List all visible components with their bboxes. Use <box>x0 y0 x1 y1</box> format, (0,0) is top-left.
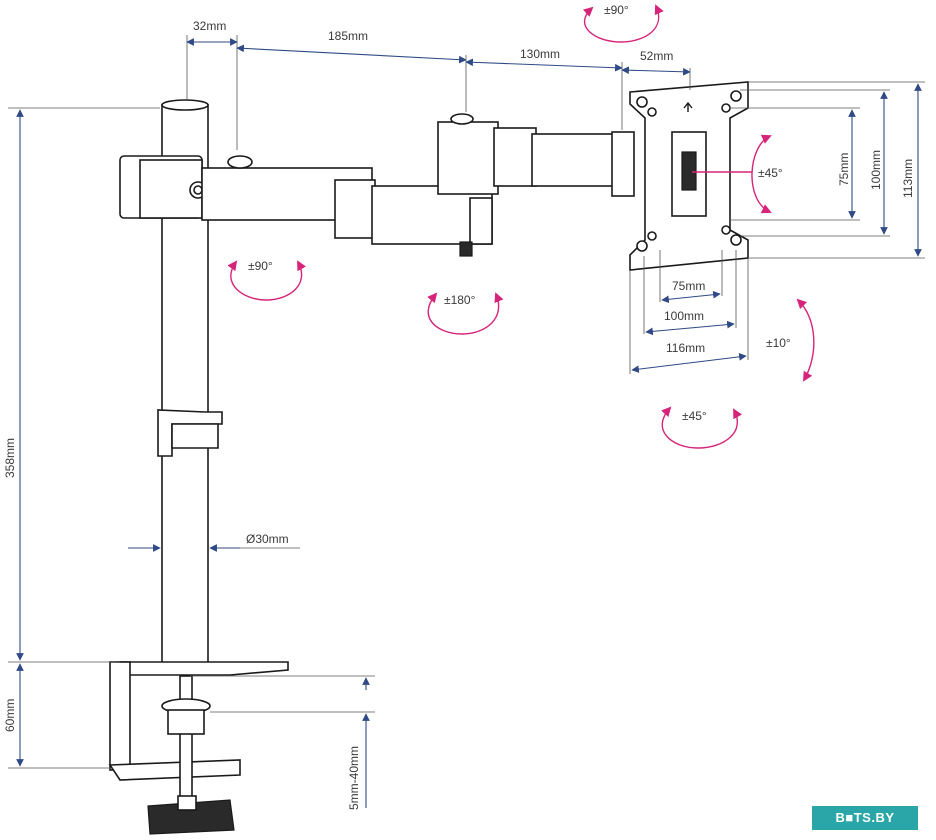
rotation-arrows <box>227 4 815 449</box>
dim-vesa-v-100: 100mm <box>869 150 883 190</box>
arm-segment-2 <box>437 113 635 197</box>
rot-plate-bottom: ±45° <box>682 409 707 423</box>
dim-pole-diameter: Ø30mm <box>246 532 289 546</box>
rot-plate-swivel: ±45° <box>758 166 783 180</box>
desk-clamp <box>108 661 289 835</box>
dim-vesa-v-75: 75mm <box>837 153 851 186</box>
cable-clip <box>157 409 223 457</box>
rot-head-top: ±90° <box>604 3 629 17</box>
vesa-plate <box>629 81 749 271</box>
brand-logo: B■TS.BY <box>812 806 918 830</box>
rot-joint-pole: ±90° <box>248 259 273 273</box>
dim-vesa-h-100: 100mm <box>664 309 704 323</box>
dim-arm2-length: 130mm <box>520 47 560 61</box>
dim-head-offset: 52mm <box>640 49 673 63</box>
dim-arm1-length: 185mm <box>328 29 368 43</box>
dim-clamp-height: 60mm <box>3 699 17 732</box>
arm-segment-1 <box>119 155 493 257</box>
dim-plate-width: 116mm <box>666 341 705 355</box>
dim-pole-height: 358mm <box>3 438 17 478</box>
rot-joint-elbow: ±180° <box>444 293 476 307</box>
dim-vesa-h-75: 75mm <box>672 279 705 293</box>
dim-desk-thickness: 5mm-40mm <box>347 746 361 810</box>
dimension-lines <box>8 35 925 808</box>
dim-pole-offset: 32mm <box>193 19 226 33</box>
dim-plate-height: 113mm <box>901 159 915 198</box>
rot-plate-tilt: ±10° <box>766 336 791 350</box>
